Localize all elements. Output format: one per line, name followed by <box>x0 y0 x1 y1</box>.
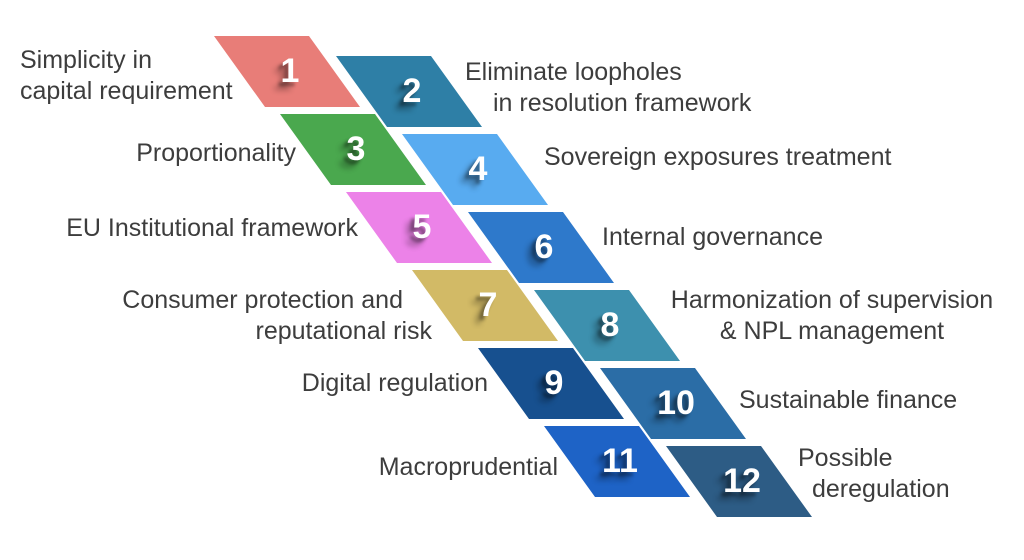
step-label-5-line-1: EU Institutional framework <box>66 214 358 242</box>
step-label-6: Internal governance <box>602 222 823 253</box>
step-number-2: 2 <box>402 72 422 110</box>
step-shape-12: 12 <box>666 446 812 517</box>
step-label-2: Eliminate loopholes in resolution framew… <box>465 57 751 119</box>
step-label-9: Digital regulation <box>302 368 488 399</box>
step-label-2-line-2: in resolution framework <box>493 89 752 117</box>
step-label-7: Consumer protection and reputational ris… <box>122 285 432 347</box>
step-number-6: 6 <box>534 228 554 266</box>
step-number-11: 11 <box>602 442 638 480</box>
step-number-9: 9 <box>544 364 564 402</box>
step-label-6-line-1: Internal governance <box>602 223 823 251</box>
step-label-5: EU Institutional framework <box>66 213 358 244</box>
step-label-1-line-2: capital requirement <box>20 77 233 105</box>
step-label-4-line-1: Sovereign exposures treatment <box>544 143 892 171</box>
step-label-11-line-1: Macroprudential <box>378 453 558 481</box>
step-number-1: 1 <box>280 52 300 90</box>
step-label-1-line-1: Simplicity in <box>20 46 152 74</box>
step-number-12: 12 <box>723 462 761 500</box>
step-label-8-line-2: & NPL management <box>719 317 945 345</box>
step-label-1: Simplicity in capital requirement <box>20 45 233 107</box>
step-label-12-line-2: deregulation <box>812 475 950 503</box>
step-label-3-line-1: Proportionality <box>136 139 296 167</box>
step-shape-1: 1 <box>214 36 360 107</box>
step-number-10: 10 <box>657 384 695 422</box>
step-label-8: Harmonization of supervision & NPL manag… <box>662 285 1002 347</box>
step-label-10-line-1: Sustainable finance <box>739 386 958 414</box>
step-label-7-line-1: Consumer protection and <box>122 286 403 314</box>
step-number-4: 4 <box>468 150 488 188</box>
step-label-8-line-1: Harmonization of supervision <box>670 286 994 314</box>
step-number-3: 3 <box>346 130 366 168</box>
step-label-9-line-1: Digital regulation <box>301 369 488 397</box>
step-label-2-line-1: Eliminate loopholes <box>465 58 682 86</box>
step-label-11: Macroprudential <box>379 452 558 483</box>
step-label-7-line-2: reputational risk <box>255 317 432 345</box>
step-number-8: 8 <box>600 306 620 344</box>
step-label-3: Proportionality <box>136 138 296 169</box>
step-label-4: Sovereign exposures treatment <box>544 142 891 173</box>
step-number-5: 5 <box>412 208 432 246</box>
step-label-12-line-1: Possible <box>798 444 893 472</box>
step-label-10: Sustainable finance <box>739 385 957 416</box>
step-number-7: 7 <box>478 286 498 324</box>
step-label-12: Possible deregulation <box>798 443 950 505</box>
